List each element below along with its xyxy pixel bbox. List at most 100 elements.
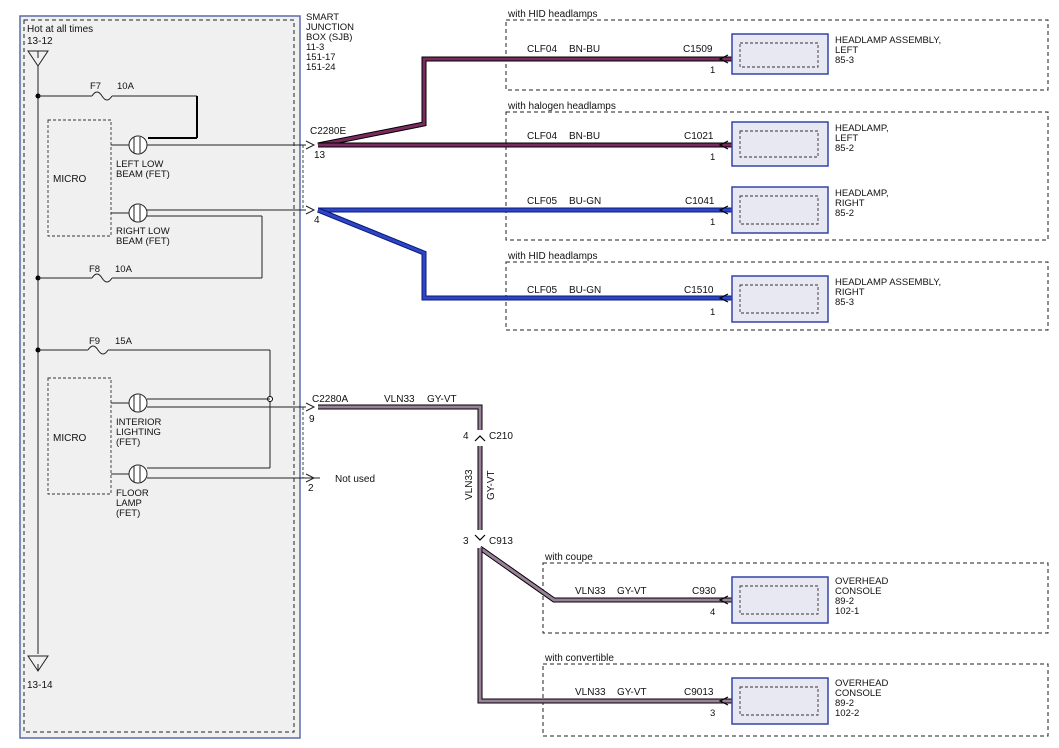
wire-hid-left-fill [317, 57, 732, 147]
c2280e-label: C2280E [310, 126, 346, 137]
wire-circuit-label: VLN33 [575, 586, 606, 597]
c2280a-pin-2: 2 [308, 483, 314, 494]
sjb-title-line: 151-17 [306, 52, 336, 63]
wire-circuit-label: VLN33 [575, 687, 606, 698]
f7-id: F7 [90, 81, 101, 92]
console-name-line: 89-2 [835, 596, 854, 607]
wires-gy-vt [318, 404, 732, 704]
wire-color-label: GY-VT [617, 687, 647, 698]
wire-vln33-trunk [318, 404, 483, 430]
c210-connector-icon [474, 435, 486, 442]
headlamp-module-inner [739, 42, 819, 68]
console-name-line: 102-2 [835, 708, 859, 719]
right-low-beam-label: RIGHT LOW BEAM (FET) [116, 226, 172, 247]
console-name-line: 102-1 [835, 606, 859, 617]
pin-label: 1 [710, 307, 715, 318]
wire-color-label: BU-GN [569, 196, 601, 207]
fet-label-line: LAMP [116, 498, 142, 509]
fet-label-line: LEFT LOW [116, 159, 163, 170]
trunk-circuit-label: VLN33 [384, 394, 415, 405]
sjb-inner-dashed [23, 19, 295, 733]
console-module-inner [739, 585, 819, 615]
interior-lighting-label: INTERIOR LIGHTING (FET) [116, 417, 164, 448]
wire-vln33-convertible [477, 548, 732, 704]
wire-color-label: BN-BU [569, 131, 600, 142]
micro-label-top: MICRO [53, 174, 87, 185]
console-name-line: 89-2 [835, 698, 854, 709]
console-module [731, 576, 829, 624]
headlamp-halogen-left: CLF04 BN-BU C1021 1 HEADLAMP, LEFT 85-2 [527, 121, 891, 167]
fet-icon [128, 203, 148, 223]
sjb-title-line: 11-3 [306, 42, 324, 53]
wire-vln33-coupe-fill [479, 546, 732, 602]
headlamp-name-line: 85-2 [835, 208, 854, 219]
wire-vln33-trunk-fill [318, 405, 482, 430]
headlamp-module [731, 121, 829, 167]
pin-label: 3 [710, 708, 715, 719]
pin-label: 4 [710, 607, 715, 618]
connector-arrow-icon [718, 140, 729, 150]
headlamp-name-line: HEADLAMP ASSEMBLY, [835, 277, 941, 288]
trunk-color-label: GY-VT [427, 394, 457, 405]
headlamp-name: HEADLAMP, RIGHT 85-2 [835, 188, 891, 219]
convertible-option-label: with convertible [544, 653, 614, 664]
not-used-label: Not used [335, 474, 375, 485]
connector-arrow-icon [305, 140, 316, 150]
connector-arrow-icon [718, 54, 729, 64]
coupe-option-box [542, 562, 1049, 634]
c2280a-pin-9: 9 [309, 414, 315, 425]
micro-label-bottom: MICRO [53, 433, 87, 444]
console-name: OVERHEAD CONSOLE 89-2 102-2 [835, 678, 891, 719]
wire-circuit-label: CLF04 [527, 44, 557, 55]
connector-arrow-icon [305, 205, 316, 215]
headlamp-hid-left: CLF04 BN-BU C1509 1 HEADLAMP ASSEMBLY, L… [527, 33, 941, 76]
left-low-beam-fet [111, 135, 148, 155]
headlamp-name-line: HEADLAMP ASSEMBLY, [835, 35, 941, 46]
f7-fuse-icon [91, 91, 113, 101]
connector-arrow-icon [718, 293, 729, 303]
f8-fuse-icon [91, 273, 113, 283]
headlamp-module [731, 186, 829, 234]
c2280e-pin-4: 4 [314, 215, 320, 226]
wire-hid-right-fill [317, 208, 732, 300]
floor-lamp-fet [111, 464, 148, 484]
floor-lamp-label: FLOOR LAMP (FET) [116, 488, 151, 519]
micro-box-bottom [47, 377, 112, 495]
c913-connector-icon [474, 534, 486, 541]
connector-arrow-icon [718, 205, 729, 215]
connector-label: C9013 [684, 687, 714, 698]
fet-icon [128, 393, 148, 413]
headlamp-module [731, 275, 829, 323]
wire-color-label: BU-GN [569, 285, 601, 296]
hid-right-option-label: with HID headlamps [507, 251, 597, 262]
wire-color-label: BN-BU [569, 44, 600, 55]
headlamp-module-inner [739, 195, 819, 225]
connector-label: C1021 [684, 131, 714, 142]
connector-arrow-icon [718, 595, 729, 605]
headlamp-module-inner [739, 284, 819, 314]
console-name-line: OVERHEAD [835, 576, 888, 587]
convertible-option-box [542, 663, 1049, 737]
headlamp-module-inner [739, 130, 819, 158]
connector-arrow-icon [718, 696, 729, 706]
sjb-title-line: BOX (SJB) [306, 32, 352, 43]
connector-arrow-icon [305, 402, 316, 412]
fet-label-line: BEAM (FET) [116, 169, 170, 180]
sjb-outline [19, 15, 301, 739]
fet-label-line: FLOOR [116, 488, 149, 499]
fet-icon [128, 464, 148, 484]
headlamp-name: HEADLAMP, LEFT 85-2 [835, 123, 891, 154]
connector-label: C1510 [684, 285, 714, 296]
headlamp-name-line: LEFT [835, 45, 858, 56]
connector-label: C1509 [683, 44, 713, 55]
f8-rating: 10A [115, 264, 133, 275]
halogen-option-label: with halogen headlamps [507, 101, 616, 112]
fet-label-line: RIGHT LOW [116, 226, 170, 237]
pin-label: 1 [710, 217, 715, 228]
console-module [731, 677, 829, 725]
console-name-line: CONSOLE [835, 586, 881, 597]
headlamp-name-line: RIGHT [835, 198, 865, 209]
left-low-beam-label: LEFT LOW BEAM (FET) [116, 159, 170, 180]
console-name: OVERHEAD CONSOLE 89-2 102-1 [835, 576, 891, 617]
